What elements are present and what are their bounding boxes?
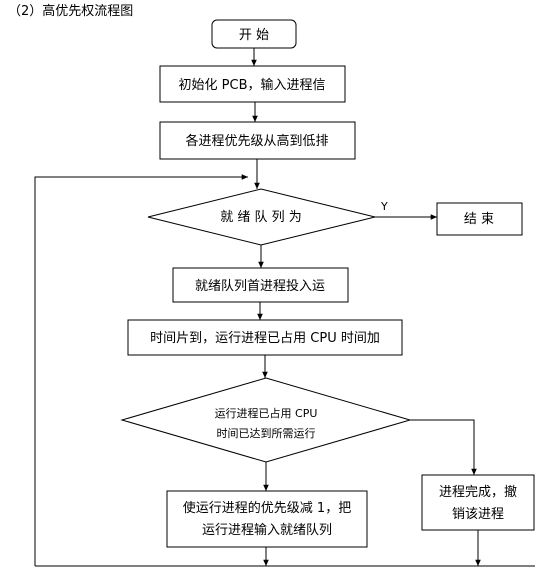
cpu-time-decision: 运行进程已占用 CPU 时间已达到所需运行 (120, 377, 412, 463)
edge-cpu-decision-finish (410, 419, 477, 475)
finish-process-node: 进程完成，撤 销该进程 (421, 474, 535, 531)
time-slice-label: 时间片到，运行进程已占用 CPU 时间加 (150, 331, 380, 346)
decrease-priority-line1: 使运行进程的优先级减 1，把 (183, 500, 351, 516)
end-node: 结 束 (436, 202, 523, 236)
edge-loop-back (34, 174, 248, 566)
finish-process-line1: 进程完成，撤 (439, 484, 517, 500)
init-label: 初始化 PCB，输入进程信 (179, 77, 326, 93)
time-slice-node: 时间片到，运行进程已占用 CPU 时间加 (127, 319, 403, 356)
finish-process-line2: 销该进程 (452, 507, 504, 522)
end-label: 结 束 (464, 212, 494, 227)
ready-queue-decision: 就 绪 队 列 为 (147, 188, 376, 246)
dispatch-node: 就绪队列首进程投入运 (172, 267, 349, 303)
cpu-time-decision-line2: 时间已达到所需运行 (217, 427, 316, 440)
dispatch-label: 就绪队列首进程投入运 (195, 278, 325, 294)
sort-node: 各进程优先级从高到低排 (159, 121, 356, 160)
decrease-priority-line2: 运行进程输入就绪队列 (202, 522, 332, 538)
init-node: 初始化 PCB，输入进程信 (159, 65, 346, 103)
decrease-priority-node: 使运行进程的优先级减 1，把 运行进程输入就绪队列 (166, 490, 368, 548)
yes-label: Y (380, 200, 388, 213)
cpu-time-decision-line1: 运行进程已占用 CPU (215, 406, 318, 420)
sort-label: 各进程优先级从高到低排 (185, 133, 328, 149)
ready-queue-decision-label: 就 绪 队 列 为 (220, 210, 302, 225)
start-label: 开 始 (239, 28, 269, 43)
start-node: 开 始 (211, 19, 297, 49)
diagram-title: （2）高优先权流程图 (8, 3, 133, 19)
